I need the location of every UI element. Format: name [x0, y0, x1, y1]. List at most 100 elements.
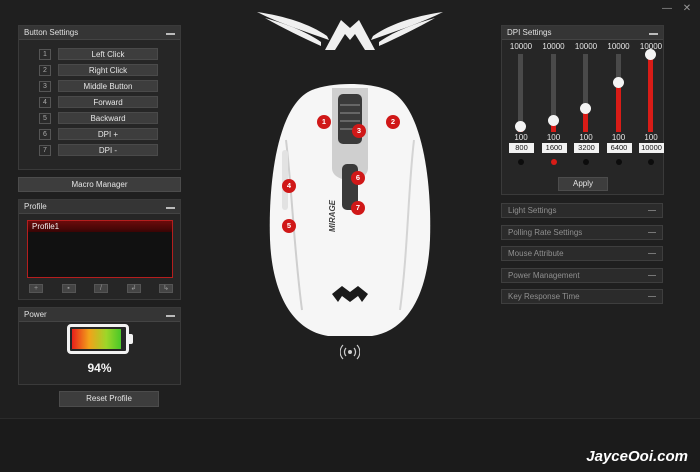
profile-list: Profile1	[27, 220, 173, 278]
collapsed-section-label: Polling Rate Settings	[508, 227, 583, 237]
collapsed-section-header[interactable]: Mouse Attribute	[501, 246, 663, 261]
button-mapping-row: 1 Left Click	[39, 46, 180, 62]
button-mapping-row: 4 Forward	[39, 94, 180, 110]
dpi-slider-fill	[648, 54, 653, 132]
dpi-max-label: 10000	[509, 42, 533, 51]
power-header: Power	[19, 308, 180, 322]
power-panel: Power 94%	[18, 307, 181, 385]
apply-dpi-button[interactable]: Apply	[558, 177, 608, 191]
collapsed-section-header[interactable]: Polling Rate Settings	[501, 224, 663, 240]
collapse-profile-button[interactable]	[166, 204, 175, 209]
dpi-slider-track[interactable]	[645, 49, 656, 132]
dpi-slider-fill	[615, 82, 621, 132]
watermark-text: JayceOoi.com	[586, 448, 688, 465]
power-title: Power	[24, 310, 47, 319]
button-action-select[interactable]: Middle Button	[58, 80, 158, 92]
expand-icon	[648, 253, 656, 254]
wireless-icon	[340, 344, 360, 360]
dpi-min-label: 100	[611, 133, 626, 142]
minimize-window-button[interactable]: —	[662, 3, 672, 14]
add-profile-icon[interactable]: +	[29, 284, 43, 293]
mouse-button-2-badge[interactable]: 2	[386, 115, 400, 129]
button-action-select[interactable]: Left Click	[58, 48, 158, 60]
battery-tip	[129, 334, 133, 344]
dpi-slider-knob[interactable]	[612, 77, 624, 89]
dpi-value-field[interactable]: 10000	[639, 143, 664, 153]
close-window-button[interactable]: ✕	[682, 3, 692, 14]
mouse-button-4-badge[interactable]: 4	[282, 179, 296, 193]
collapsed-section-header[interactable]: Key Response Time	[501, 289, 663, 304]
mouse-button-5-badge[interactable]: 5	[282, 219, 296, 233]
collapse-dpi-settings-button[interactable]	[649, 30, 658, 35]
dpi-slider-knob[interactable]	[580, 102, 591, 114]
button-action-select[interactable]: Backward	[58, 112, 158, 124]
button-number-label: 4	[39, 96, 51, 108]
dpi-slider-fill	[550, 120, 556, 132]
reset-profile-button[interactable]: Reset Profile	[59, 391, 159, 407]
dpi-slider-knob[interactable]	[515, 121, 526, 133]
battery-level-fill	[72, 329, 121, 349]
dpi-slider-knob[interactable]	[645, 49, 656, 60]
button-action-select[interactable]: DPI -	[58, 144, 158, 156]
button-action-select[interactable]: Forward	[58, 96, 158, 108]
collapsed-section-label: Key Response Time	[508, 292, 580, 301]
dpi-slider-track[interactable]	[547, 54, 559, 132]
delete-profile-icon[interactable]: ▪	[61, 284, 76, 293]
collapsed-section-header[interactable]: Light Settings	[501, 203, 663, 218]
dpi-value-field[interactable]: 1600	[541, 143, 567, 153]
dpi-settings-header: DPI Settings	[502, 26, 663, 40]
dpi-max-label: 10000	[639, 42, 663, 51]
dpi-select-indicator[interactable]	[583, 159, 589, 165]
button-number-label: 6	[39, 128, 51, 140]
button-mapping-row: 6 DPI +	[39, 126, 180, 142]
export-profile-icon[interactable]: ↳	[159, 284, 173, 293]
collapse-button-settings-button[interactable]	[166, 30, 175, 35]
button-action-select[interactable]: Right Click	[58, 64, 158, 76]
dpi-value-field[interactable]: 800	[509, 143, 534, 153]
dpi-select-indicator[interactable]	[518, 159, 524, 165]
mouse-model-label: MIRAGE	[328, 199, 337, 232]
dpi-max-label: 10000	[542, 42, 565, 51]
dpi-select-indicator[interactable]	[550, 159, 557, 165]
import-profile-icon[interactable]: ↲	[126, 284, 141, 293]
dpi-min-label: 100	[644, 133, 658, 142]
collapsed-section-label: Power Management	[508, 270, 580, 280]
battery-icon	[67, 324, 133, 354]
dpi-slider-fill	[583, 107, 588, 132]
expand-icon	[648, 231, 656, 233]
dpi-value-field[interactable]: 6400	[606, 143, 632, 153]
mouse-illustration: MIRAGE	[269, 84, 431, 336]
mouse-button-6-badge[interactable]: 6	[351, 171, 365, 185]
button-action-select[interactable]: DPI +	[58, 128, 158, 140]
collapsed-section-header[interactable]: Power Management	[501, 267, 663, 283]
mouse-button-7-badge[interactable]: 7	[351, 201, 365, 215]
dpi-slider-track[interactable]	[580, 54, 591, 132]
dpi-settings-title: DPI Settings	[507, 28, 552, 37]
dpi-slider-knob[interactable]	[547, 115, 559, 127]
profile-item[interactable]: Profile1	[28, 221, 172, 232]
dpi-slider-track[interactable]	[612, 54, 624, 132]
collapsed-section-label: Mouse Attribute	[508, 249, 564, 258]
dpi-select-indicator[interactable]	[648, 159, 654, 165]
edit-profile-icon[interactable]: /	[94, 284, 108, 293]
bottom-bar: JayceOoi.com	[0, 418, 700, 472]
dpi-value-field[interactable]: 3200	[574, 143, 599, 153]
collapse-power-button[interactable]	[166, 312, 175, 317]
profile-title: Profile	[24, 202, 47, 211]
mouse-button-1-badge[interactable]: 1	[317, 115, 331, 129]
dpi-select-indicator[interactable]	[615, 159, 622, 165]
dpi-slider-track[interactable]	[515, 54, 526, 133]
expand-icon	[648, 210, 656, 211]
macro-manager-button[interactable]: Macro Manager	[18, 177, 181, 192]
button-number-label: 1	[39, 48, 51, 60]
armaggeddon-logo	[257, 12, 443, 50]
collapsed-section-label: Light Settings	[508, 206, 557, 215]
mouse-button-3-badge[interactable]: 3	[352, 124, 366, 138]
